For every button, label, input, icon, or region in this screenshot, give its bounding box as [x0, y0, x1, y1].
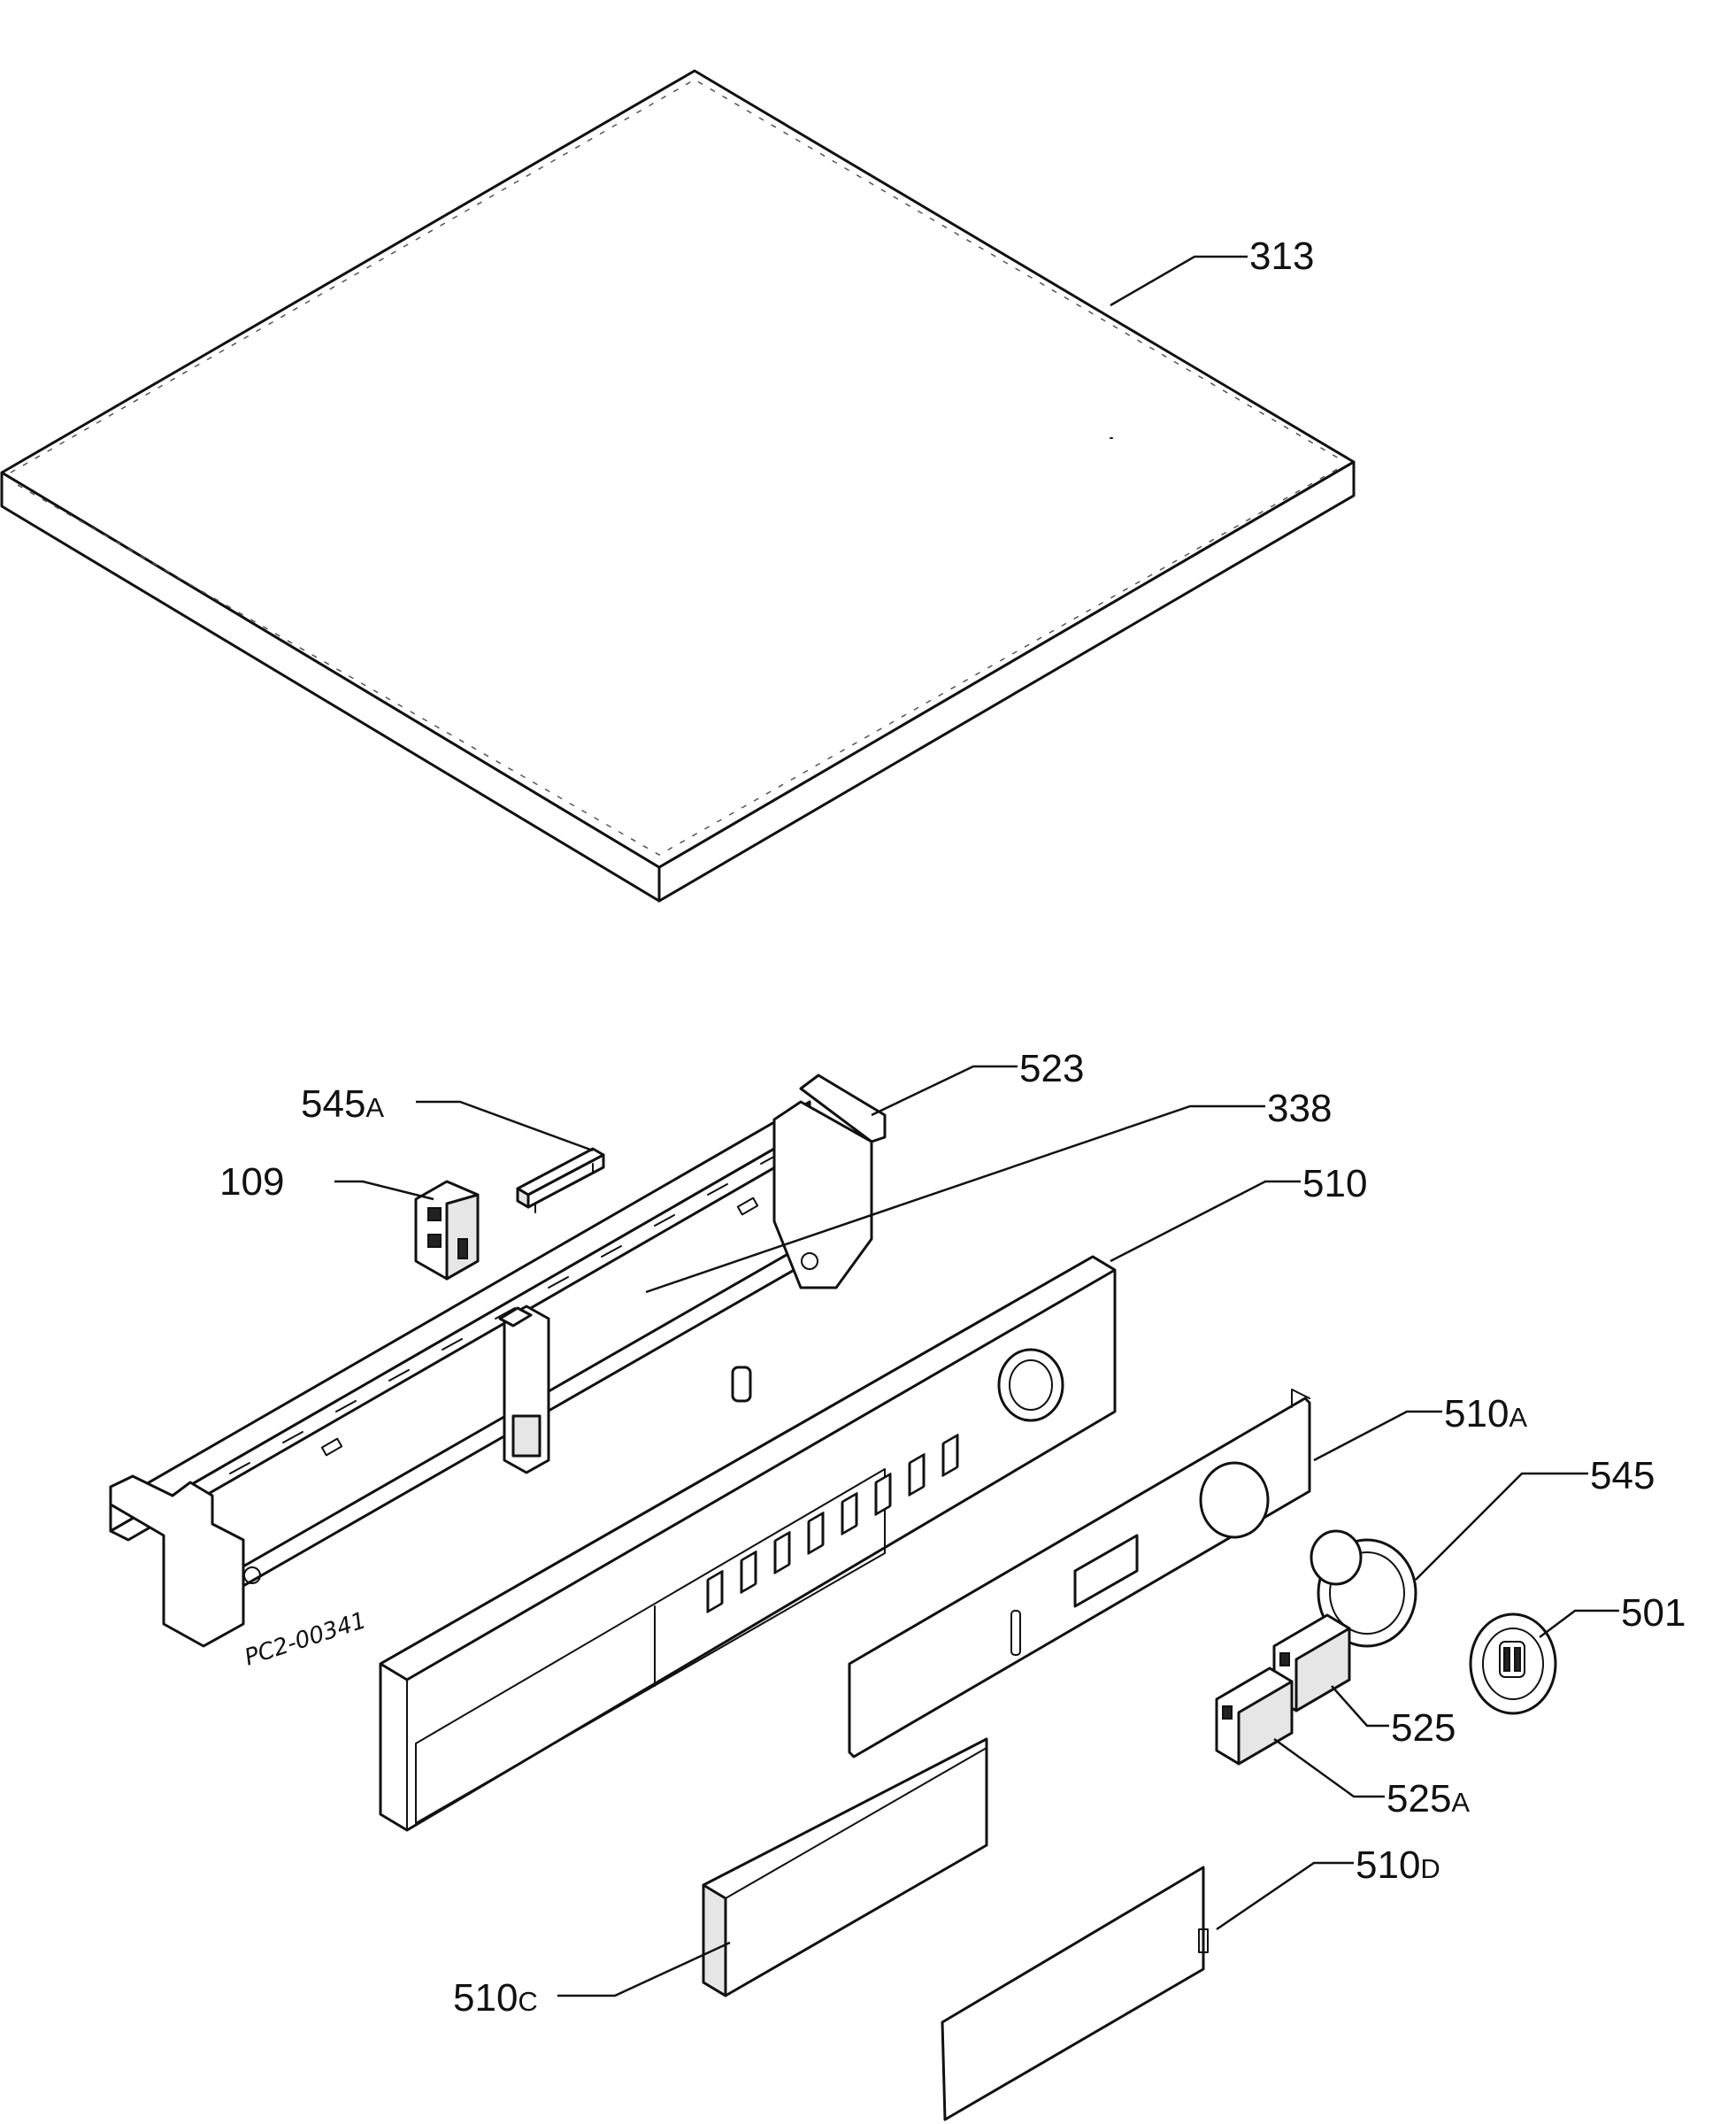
label-313: 313: [1249, 235, 1314, 278]
label-338: 338: [1267, 1087, 1332, 1130]
label-545A: 545A: [301, 1082, 384, 1126]
label-109: 109: [219, 1160, 284, 1204]
label-510: 510: [1302, 1162, 1367, 1205]
part-510-fascia: [379, 1255, 1117, 1832]
label-510A: 510A: [1444, 1392, 1527, 1435]
part-525A-button: [1215, 1666, 1294, 1766]
label-525A: 525A: [1386, 1777, 1470, 1820]
label-510D: 510D: [1356, 1843, 1440, 1887]
part-510A-plate: [848, 1389, 1311, 1758]
part-501-cap: [1469, 1612, 1557, 1715]
part-510C-end-cap: [702, 1737, 988, 1997]
label-501: 501: [1621, 1591, 1686, 1635]
label-525: 525: [1391, 1706, 1456, 1750]
part-313-top-cover: [0, 69, 1356, 903]
label-545: 545: [1590, 1454, 1655, 1497]
label-510C: 510C: [453, 1976, 538, 2020]
leader-lines: [334, 255, 1619, 1997]
part-545A-bar: [516, 1147, 605, 1213]
part-510D-strip: [941, 1866, 1209, 2121]
drawing-code-stamp: PC2-00341: [242, 1607, 370, 1672]
label-523: 523: [1019, 1047, 1084, 1090]
part-545-knob: [1310, 1529, 1417, 1648]
part-523-frame: PC2-00341: [109, 1074, 887, 1672]
part-labels: 313 523 545A 338 109 510 510A 545 501 52…: [219, 235, 1686, 2020]
part-109-connector: [414, 1180, 480, 1281]
